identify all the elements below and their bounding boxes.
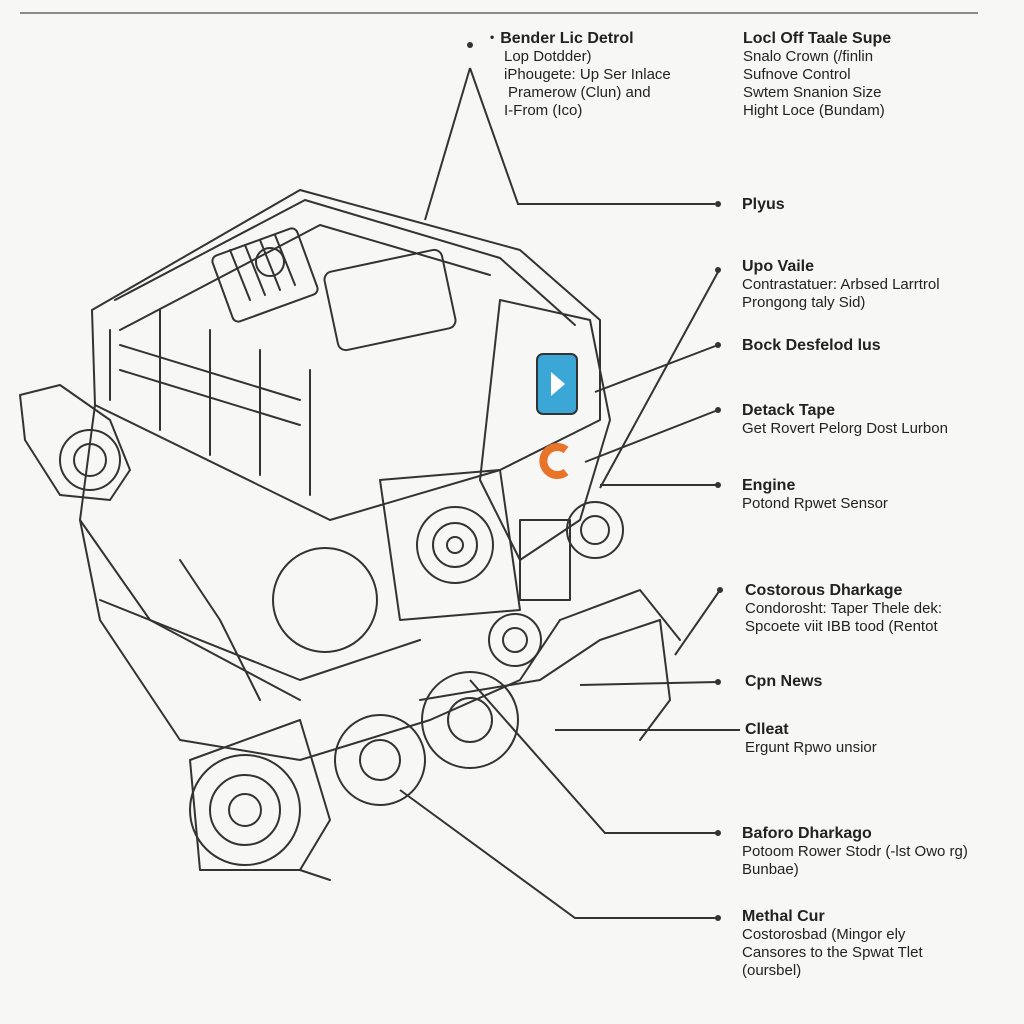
label-title: Costorous Dharkage: [745, 582, 903, 599]
label-line: Lop Dotdder): [504, 48, 592, 65]
label-line: (oursbel): [742, 962, 802, 979]
label-locl: Locl Off Taale Supe Snalo Crown (/finlin…: [735, 30, 891, 120]
leader-upo: [599, 271, 719, 489]
label-title: Bender Lic Detrol: [490, 30, 671, 48]
label-title: Locl Off Taale Supe: [743, 30, 892, 47]
label-line: Prongong taly Sid): [742, 294, 866, 311]
top-divider: [20, 12, 978, 14]
label-line: Cansores to the Spwat Tlet: [742, 944, 923, 961]
label-line: iPhougete: Up Ser Inlace: [504, 66, 671, 83]
timing-cover: [479, 299, 611, 561]
label-bender: Bender Lic Detrol Lop Dotdder) iPhougete…: [490, 30, 671, 120]
leader-cpn: [579, 681, 719, 686]
label-line: Swtem Snanion Size: [743, 84, 882, 101]
label-title: Upo Vaile: [742, 258, 815, 275]
label-line: Snalo Crown (/finlin: [743, 48, 874, 65]
label-methal: Methal Cur Costorosbad (Mingor ely Canso…: [742, 908, 923, 980]
leader-bender: [424, 67, 471, 221]
valve-cover: [91, 189, 601, 521]
label-line: Ergunt Rpwo unsior: [745, 739, 877, 756]
orange-clip: [539, 443, 569, 479]
label-line: Spcoete viit IBB tood (Rentot: [745, 618, 938, 635]
label-title: Methal Cur: [742, 908, 825, 925]
label-bock: Bock Desfelod lus: [742, 337, 881, 355]
label-line: Get Rovert Pelorg Dost Lurbon: [742, 420, 948, 437]
leader-plyus: [469, 67, 715, 205]
label-line: Bunbae): [742, 861, 799, 878]
label-line: Contrastatuer: Arbsed Larrtrol: [742, 276, 940, 293]
label-costorous: Costorous Dharkage Condorosht: Taper The…: [745, 582, 942, 636]
label-detack: Detack Tape Get Rovert Pelorg Dost Lurbo…: [742, 402, 948, 438]
label-engine: Engine Potond Rpwet Sensor: [742, 477, 888, 513]
label-title: Baforo Dharkago: [742, 825, 872, 842]
label-line: Potond Rpwet Sensor: [742, 495, 888, 512]
label-clleat: Clleat Ergunt Rpwo unsior: [745, 721, 877, 757]
label-line: Potoom Rower Stodr (-lst Owo rg): [742, 843, 968, 860]
leader-costorous: [674, 589, 721, 656]
label-title: Plyus: [742, 196, 785, 213]
exhaust-manifold: [19, 384, 131, 501]
label-plyus: Plyus: [742, 196, 785, 214]
label-upo: Upo Vaile Contrastatuer: Arbsed Larrtrol…: [742, 258, 940, 312]
label-line: Hight Loce (Bundam): [743, 102, 885, 119]
engine-block: [79, 519, 561, 761]
leader-detack: [584, 409, 719, 463]
label-line: Condorosht: Taper Thele dek:: [745, 600, 943, 617]
label-cpn: Cpn News: [745, 673, 822, 691]
label-line: Pramerow (Clun) and: [508, 84, 651, 101]
leader-methal: [399, 789, 718, 919]
label-title: Cpn News: [745, 673, 823, 690]
label-line: Costorosbad (Mingor ely: [742, 926, 906, 943]
label-title: Engine: [742, 477, 796, 494]
label-title: Clleat: [745, 721, 789, 738]
label-line: I-From (Ico): [504, 102, 583, 119]
label-title: Bock Desfelod lus: [742, 337, 881, 354]
leader-baforo: [469, 679, 718, 834]
leader-bock: [594, 344, 719, 393]
label-baforo: Baforo Dharkago Potoom Rower Stodr (-lst…: [742, 825, 968, 879]
label-line: Sufnove Control: [743, 66, 851, 83]
label-title: Detack Tape: [742, 402, 836, 419]
